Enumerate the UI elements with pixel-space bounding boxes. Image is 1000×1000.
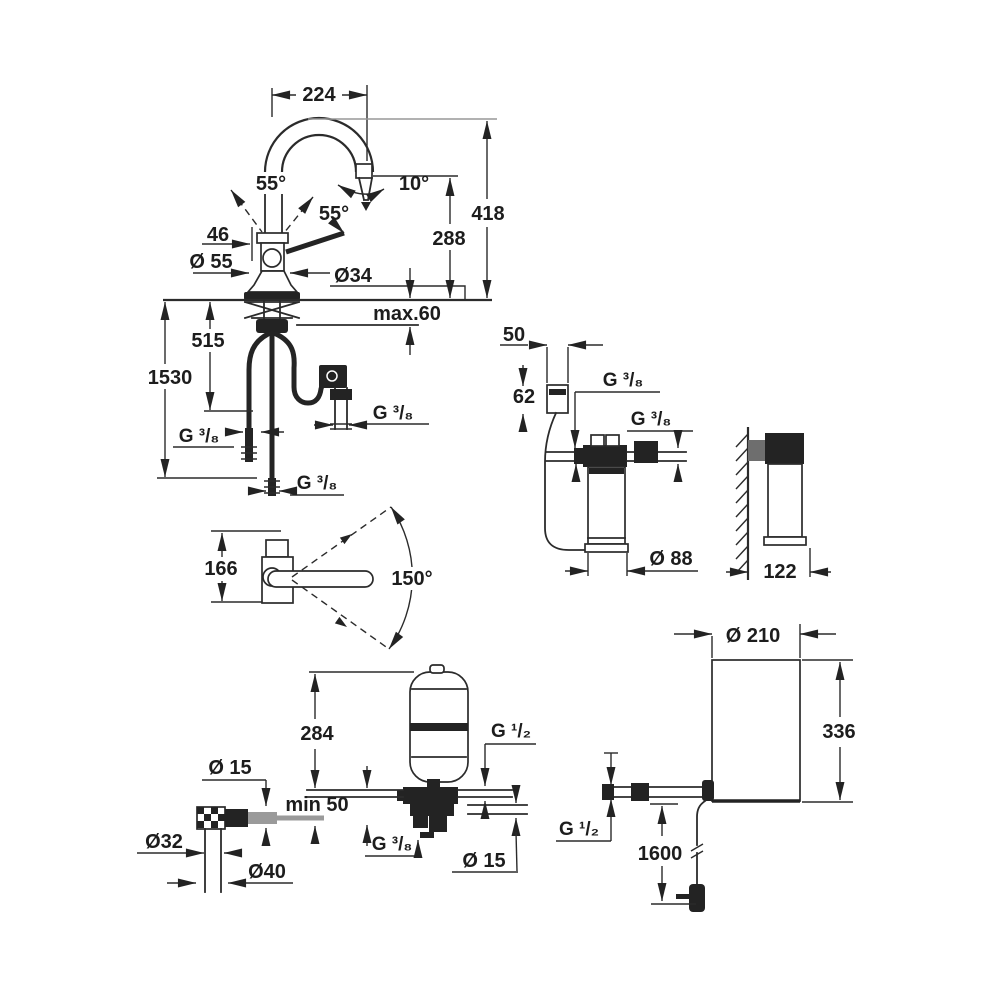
body-button <box>262 248 282 268</box>
label-backgrounds <box>143 84 863 864</box>
safety-group-view <box>306 664 536 873</box>
dim-base-diameter: Ø 55 <box>189 251 232 273</box>
dim-outlet-angle: 10° <box>399 173 429 195</box>
power-cord <box>696 799 707 846</box>
lever-handle <box>285 230 345 255</box>
dim-pipe-diameter-left: Ø 15 <box>208 757 251 779</box>
pipe-end <box>602 784 614 800</box>
outlet-valve <box>634 441 658 463</box>
spout-inner-arc <box>280 133 358 173</box>
dim-cartridge-diameter: Ø 88 <box>649 548 692 570</box>
dim-boiler-height: 336 <box>822 721 855 743</box>
check-valve <box>319 365 347 388</box>
thread-hose-left: G ³/₈ <box>179 426 220 447</box>
filter-cable <box>544 411 587 551</box>
dim-head-height: 62 <box>513 386 535 408</box>
dimension-labels: 224 418 288 10° 55° 55° 46 Ø 55 Ø34 max.… <box>145 84 856 883</box>
safety-valve-assembly <box>397 779 458 838</box>
dim-cable-length: 1600 <box>638 843 683 865</box>
dim-lever-swing: 55° <box>256 173 286 195</box>
thread-boiler-inlet: G ¹/₂ <box>559 819 599 840</box>
valve-pipe-stub <box>248 812 277 824</box>
spout-top <box>267 570 374 588</box>
dim-body-diameter: Ø34 <box>334 265 373 287</box>
pipe-nut <box>631 783 649 801</box>
dim-deck-thickness: max.60 <box>373 303 441 325</box>
boiler-body <box>711 659 801 802</box>
hose-right <box>273 331 327 406</box>
dim-lever-tilt: 55° <box>319 203 349 225</box>
wall-bracket <box>748 440 766 461</box>
flow-arrow-icon <box>361 202 371 211</box>
power-plug-icon <box>689 884 705 912</box>
escutcheon <box>246 270 299 293</box>
dim-wall-clearance: 122 <box>763 561 796 583</box>
thread-hose-bottom: G ³/₈ <box>297 473 338 494</box>
dim-outlet-height: 288 <box>432 228 465 250</box>
boiler-inlet-elbow <box>702 780 714 801</box>
dim-hose-length: 1530 <box>148 367 193 389</box>
dim-boiler-diameter: Ø 210 <box>726 625 780 647</box>
wall-filter-cartridge <box>767 463 803 538</box>
thread-tank-top: G ¹/₂ <box>491 721 531 742</box>
dim-valve-diameter: Ø32 <box>145 831 183 853</box>
dim-height-total: 418 <box>471 203 504 225</box>
wall-hatching <box>735 433 749 574</box>
thread-filter-inlet: G ³/₈ <box>603 370 644 391</box>
wall-filter-head <box>765 433 804 464</box>
dim-nut-diameter: Ø40 <box>248 861 286 883</box>
hose-left <box>246 331 271 431</box>
boiler-view <box>556 624 853 912</box>
filter-unit-view <box>500 340 831 580</box>
faucet-top-view <box>211 506 414 650</box>
thread-tank-bottom: G ³/₈ <box>372 834 413 855</box>
mounting-nut <box>256 319 288 333</box>
dim-head-offset: 50 <box>503 324 525 346</box>
spout-outlet <box>355 163 373 179</box>
cartridge-head <box>583 445 627 467</box>
dim-lever-overhang: 46 <box>207 224 229 246</box>
dim-hose-drop: 515 <box>191 330 224 352</box>
thread-filter-outlet: G ³/₈ <box>631 409 672 430</box>
corner-valve-view <box>137 779 324 893</box>
lever-top <box>265 539 289 558</box>
dim-body-depth: 166 <box>204 558 237 580</box>
dim-swivel-angle: 150° <box>391 568 432 590</box>
filter-cartridge <box>587 466 626 545</box>
dim-tank-height: 284 <box>300 723 334 745</box>
faucet-front-view <box>157 85 497 496</box>
thread-hose-right: G ³/₈ <box>373 403 414 424</box>
dim-pipe-diameter-mid: Ø 15 <box>462 850 505 872</box>
outlet-angle-arc <box>337 184 385 203</box>
dim-min-clearance: min 50 <box>285 794 348 816</box>
dim-spout-reach: 224 <box>302 84 336 106</box>
